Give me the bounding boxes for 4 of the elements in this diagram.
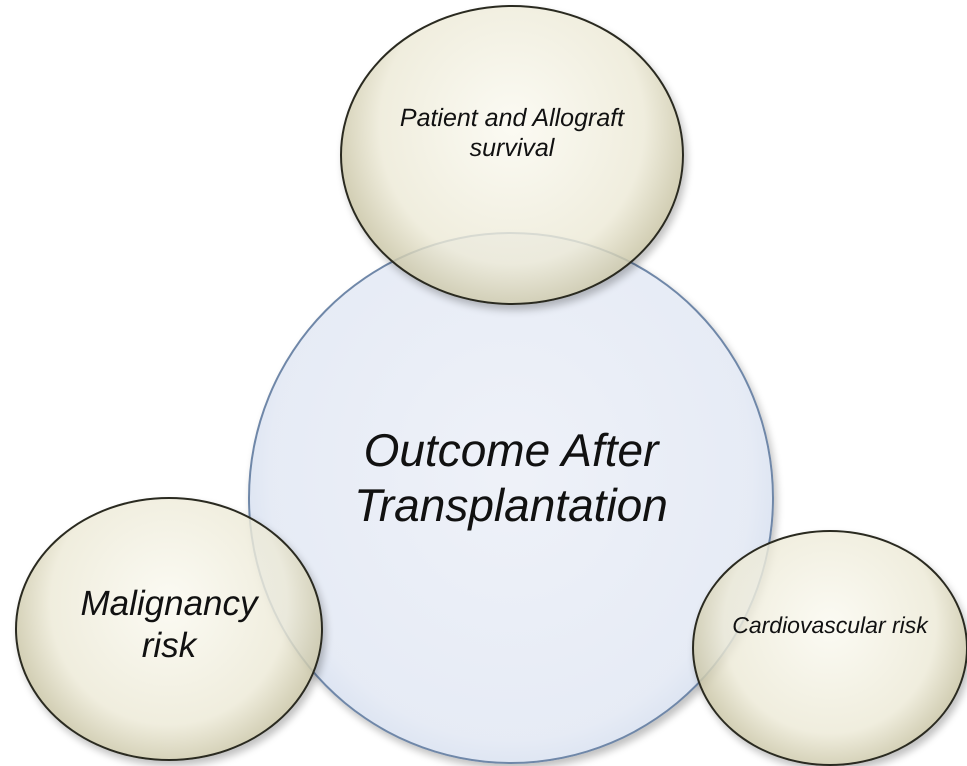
node-label: Malignancy risk xyxy=(79,583,260,667)
node-label: Cardiovascular risk xyxy=(732,612,928,640)
node-label: Outcome After Transplantation xyxy=(353,422,669,533)
node-label: Patient and Allograft survival xyxy=(398,103,626,163)
